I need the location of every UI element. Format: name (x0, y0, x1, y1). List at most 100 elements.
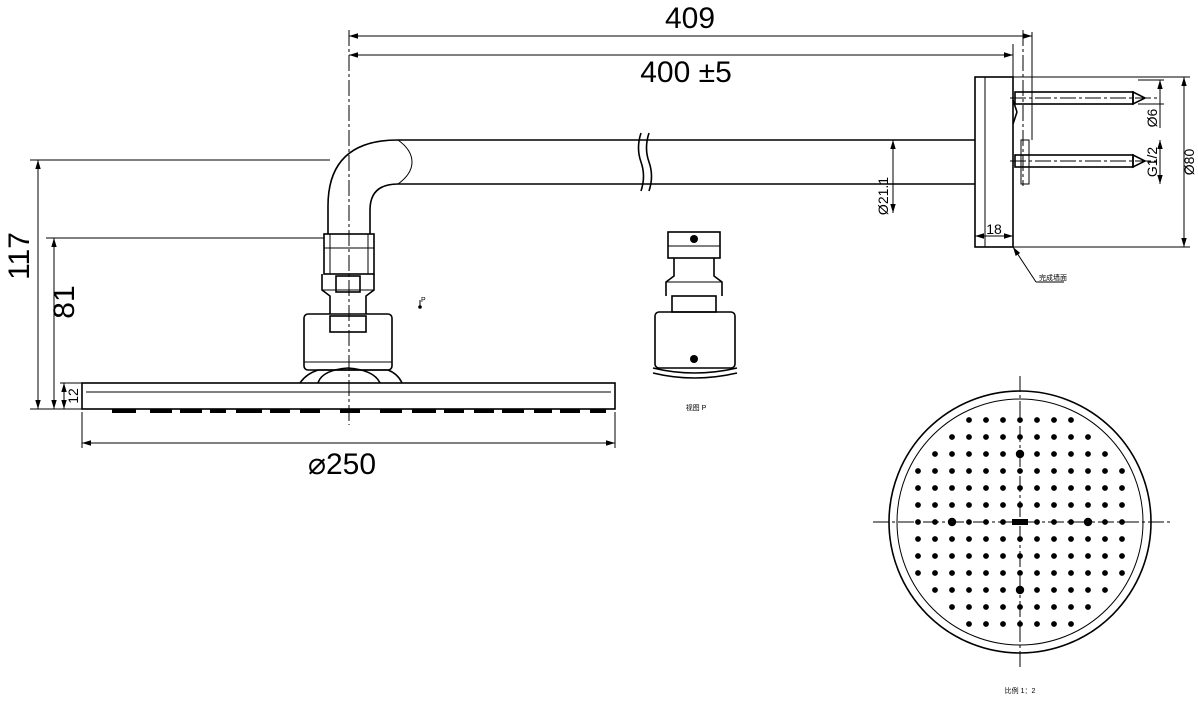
nozzle-dot (1051, 621, 1057, 627)
nozzle-dot (966, 621, 972, 627)
nozzle-dot (1068, 553, 1074, 559)
dim-flange-thickness: 18 (986, 221, 1002, 237)
nozzle-dot (932, 451, 938, 457)
nozzle-dot (1000, 485, 1006, 491)
nozzle-dot (983, 604, 989, 610)
nozzle-dot (949, 536, 955, 542)
nozzle-dot (1068, 621, 1074, 627)
dim-thread: G1/2 (1144, 147, 1160, 178)
nozzle-dot (949, 485, 955, 491)
nozzle-dot (1085, 553, 1091, 559)
nozzle-dot (1102, 587, 1108, 593)
nozzle-dot (1085, 536, 1091, 542)
nozzle-dot (1119, 570, 1125, 576)
nozzle-dot (1034, 536, 1040, 542)
nozzle-dot (1085, 451, 1091, 457)
arm-outer-edge (327, 139, 975, 234)
nozzle-dot (1000, 502, 1006, 508)
nozzle-dot (1000, 604, 1006, 610)
nozzle-dot (1051, 553, 1057, 559)
nozzle-dot (1102, 502, 1108, 508)
nozzle-dot (1102, 536, 1108, 542)
nozzle-dot (1085, 587, 1091, 593)
nozzle-dot (1068, 536, 1074, 542)
nozzle-dot (949, 553, 955, 559)
nozzle-dot (1119, 485, 1125, 491)
nozzle-dot (1000, 468, 1006, 474)
nozzle-dot (1119, 468, 1125, 474)
nozzle-dot (932, 485, 938, 491)
nozzle-dot (949, 468, 955, 474)
nozzle-dot (983, 485, 989, 491)
nozzle-dot (949, 451, 955, 457)
nozzle-dot (932, 536, 938, 542)
nozzle-dot (1000, 451, 1006, 457)
nozzle-dot (1034, 553, 1040, 559)
nozzle-dot (1051, 417, 1057, 423)
dim-head-thickness: 12 (65, 388, 81, 404)
nozzle-dot (949, 587, 955, 593)
nozzle-dot (966, 468, 972, 474)
nozzle-dot (966, 604, 972, 610)
nozzle-dot (983, 621, 989, 627)
nozzle-dot (966, 587, 972, 593)
dim-screw-diameter: Ø6 (1144, 108, 1160, 127)
nozzle-dot (1000, 434, 1006, 440)
nozzle-dot (1034, 468, 1040, 474)
nozzle-dot (949, 434, 955, 440)
nozzle-dot (1085, 502, 1091, 508)
nozzle-dot (915, 485, 921, 491)
nozzle-dot (1119, 536, 1125, 542)
nozzle-dot (949, 570, 955, 576)
nozzle-dot (1000, 587, 1006, 593)
nozzle-dot (1068, 604, 1074, 610)
view-marker: P (421, 297, 426, 304)
nozzle-dot (932, 502, 938, 508)
nozzle-dot (1051, 451, 1057, 457)
dim-pipe-diameter: Ø21.1 (875, 177, 891, 215)
nozzle-dot (915, 468, 921, 474)
nozzle-dot (932, 570, 938, 576)
dim-head-height: 81 (48, 285, 81, 318)
nozzle-dot (915, 502, 921, 508)
view-caption: 视图 P (686, 403, 707, 412)
nozzle-dot (966, 417, 972, 423)
nozzle-dot (966, 570, 972, 576)
nozzle-dot (1000, 536, 1006, 542)
nozzle-dot (1068, 587, 1074, 593)
nozzle-dot (1034, 417, 1040, 423)
nozzle-dot (1051, 468, 1057, 474)
dim-arm-length: 400 ±5 (640, 56, 732, 89)
nozzle-dot (1068, 417, 1074, 423)
nozzle-dot (949, 502, 955, 508)
nozzle-dot (1068, 468, 1074, 474)
nozzle-dot (983, 587, 989, 593)
nozzle-dot (983, 434, 989, 440)
nozzle-dot (1051, 485, 1057, 491)
nozzle-dot (966, 451, 972, 457)
nozzle-dot (983, 570, 989, 576)
nozzle-dot (1085, 604, 1091, 610)
nozzle-dot (1051, 502, 1057, 508)
break-mark (637, 132, 645, 192)
nozzle-dot (966, 536, 972, 542)
nozzle-row (112, 409, 606, 413)
arm-inner-edge (369, 183, 975, 234)
nozzle-dot (949, 604, 955, 610)
nozzle-dot (983, 502, 989, 508)
flange-plate (974, 76, 1014, 248)
nozzle-dot (1102, 485, 1108, 491)
nozzle-dot (966, 553, 972, 559)
nozzle-dot (983, 468, 989, 474)
nozzle-dot (1085, 570, 1091, 576)
nozzle-dot (1034, 502, 1040, 508)
nozzle-grid (915, 417, 1125, 627)
nozzle-dot (1068, 570, 1074, 576)
dim-total-length: 409 (665, 2, 715, 35)
nozzle-dot (915, 536, 921, 542)
nozzle-dot (1051, 604, 1057, 610)
nozzle-dot (1034, 604, 1040, 610)
nozzle-dot (932, 553, 938, 559)
nozzle-dot (1102, 570, 1108, 576)
